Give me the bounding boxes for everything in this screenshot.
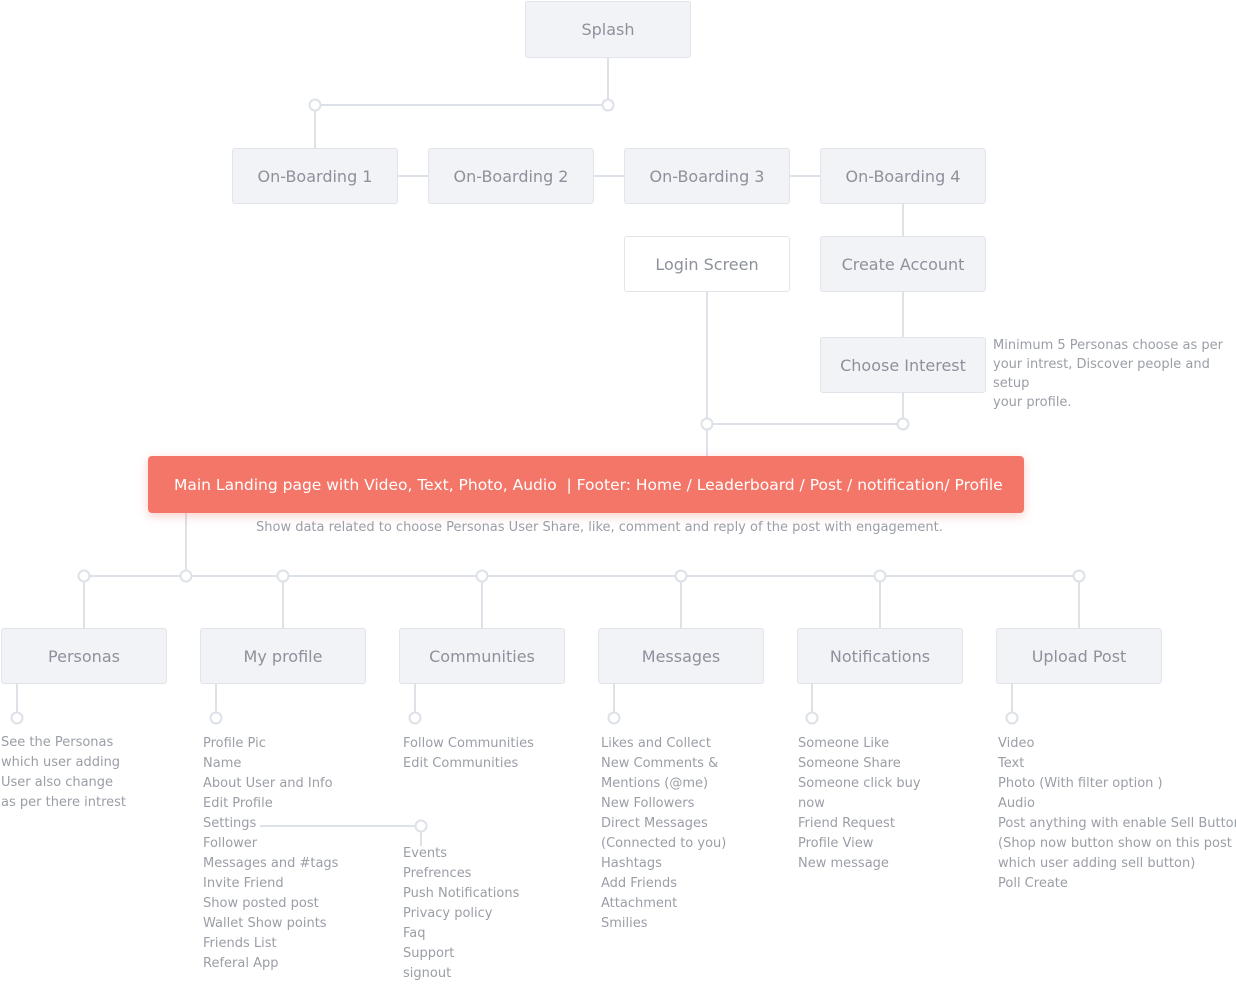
upload-post-box: Upload Post — [996, 628, 1162, 684]
list-item: as per there intrest — [1, 795, 126, 810]
notifications-list: Someone Like Someone Share Someone click… — [798, 734, 921, 874]
onboarding-4-box: On-Boarding 4 — [820, 148, 986, 204]
list-item: Someone Like — [798, 736, 890, 751]
list-item: Photo (With filter option ) — [998, 776, 1163, 791]
list-item: Events — [403, 846, 448, 861]
list-item: Poll Create — [998, 876, 1068, 891]
list-item: Add Friends — [601, 876, 678, 891]
messages-list: Likes and Collect New Comments & Mention… — [601, 734, 726, 934]
login-screen-box: Login Screen — [624, 236, 790, 292]
list-item: Audio — [998, 796, 1035, 811]
list-item: Post anything with enable Sell Button — [998, 816, 1236, 831]
create-account-box: Create Account — [820, 236, 986, 292]
list-item: User also change — [1, 775, 114, 790]
my-profile-list: Profile Pic Name About User and Info Edi… — [203, 734, 338, 974]
list-item: Hashtags — [601, 856, 662, 871]
list-item: Profile Pic — [203, 736, 266, 751]
messages-box: Messages — [598, 628, 764, 684]
list-item: Edit Profile — [203, 796, 273, 811]
list-item: Push Notifications — [403, 886, 520, 901]
list-item: Attachment — [601, 896, 678, 911]
upload-post-list: Video Text Photo (With filter option ) A… — [998, 734, 1236, 894]
list-item: About User and Info — [203, 776, 333, 791]
list-item: signout — [403, 966, 452, 981]
personas-box: Personas — [1, 628, 167, 684]
personas-list: See the Personas which user adding User … — [1, 733, 126, 813]
list-item: New Comments & — [601, 756, 719, 771]
list-item: now — [798, 796, 825, 811]
list-item: Profile View — [798, 836, 874, 851]
list-item: Referal App — [203, 956, 279, 971]
list-item: Smilies — [601, 916, 648, 931]
list-item: which user adding sell button) — [998, 856, 1196, 871]
list-item: Direct Messages — [601, 816, 708, 831]
choose-interest-note-line: your intrest, Discover people and setup — [993, 357, 1210, 391]
splash-box: Splash — [525, 1, 691, 58]
list-item: Friend Request — [798, 816, 895, 831]
communities-list: Follow Communities Edit Communities — [403, 734, 534, 774]
list-item: Someone click buy — [798, 776, 921, 791]
list-item: New Followers — [601, 796, 695, 811]
list-item: (Shop now button show on this post — [998, 836, 1232, 851]
onboarding-1-box: On-Boarding 1 — [232, 148, 398, 204]
list-item: Prefrences — [403, 866, 472, 881]
list-item: Wallet Show points — [203, 916, 327, 931]
onboarding-3-box: On-Boarding 3 — [624, 148, 790, 204]
list-item: Follower — [203, 836, 258, 851]
list-item: (Connected to you) — [601, 836, 727, 851]
main-landing-note: Show data related to choose Personas Use… — [256, 520, 943, 535]
list-item: Friends List — [203, 936, 277, 951]
choose-interest-note-line: your profile. — [993, 395, 1072, 410]
list-item: Faq — [403, 926, 426, 941]
list-item: Likes and Collect — [601, 736, 711, 751]
list-item: Support — [403, 946, 455, 961]
choose-interest-note-line: Minimum 5 Personas choose as per — [993, 338, 1224, 353]
list-item: which user adding — [1, 755, 121, 770]
list-item: Privacy policy — [403, 906, 493, 921]
list-item: Follow Communities — [403, 736, 534, 751]
list-item: Settings — [203, 816, 257, 831]
list-item: Show posted post — [203, 896, 319, 911]
list-item: Video — [998, 736, 1035, 751]
main-landing-box: Main Landing page with Video, Text, Phot… — [148, 456, 1024, 513]
notifications-box: Notifications — [797, 628, 963, 684]
settings-list: Events Prefrences Push Notifications Pri… — [403, 844, 519, 984]
list-item: Someone Share — [798, 756, 901, 771]
list-item: Messages and #tags — [203, 856, 339, 871]
list-item: New message — [798, 856, 889, 871]
list-item: Edit Communities — [403, 756, 519, 771]
list-item: Invite Friend — [203, 876, 284, 891]
list-item: Text — [998, 756, 1025, 771]
communities-box: Communities — [399, 628, 565, 684]
list-item: See the Personas — [1, 735, 114, 750]
my-profile-box: My profile — [200, 628, 366, 684]
list-item: Mentions (@me) — [601, 776, 709, 791]
choose-interest-box: Choose Interest — [820, 337, 986, 393]
list-item: Name — [203, 756, 242, 771]
onboarding-2-box: On-Boarding 2 — [428, 148, 594, 204]
choose-interest-note: Minimum 5 Personas choose as per your in… — [993, 336, 1236, 412]
